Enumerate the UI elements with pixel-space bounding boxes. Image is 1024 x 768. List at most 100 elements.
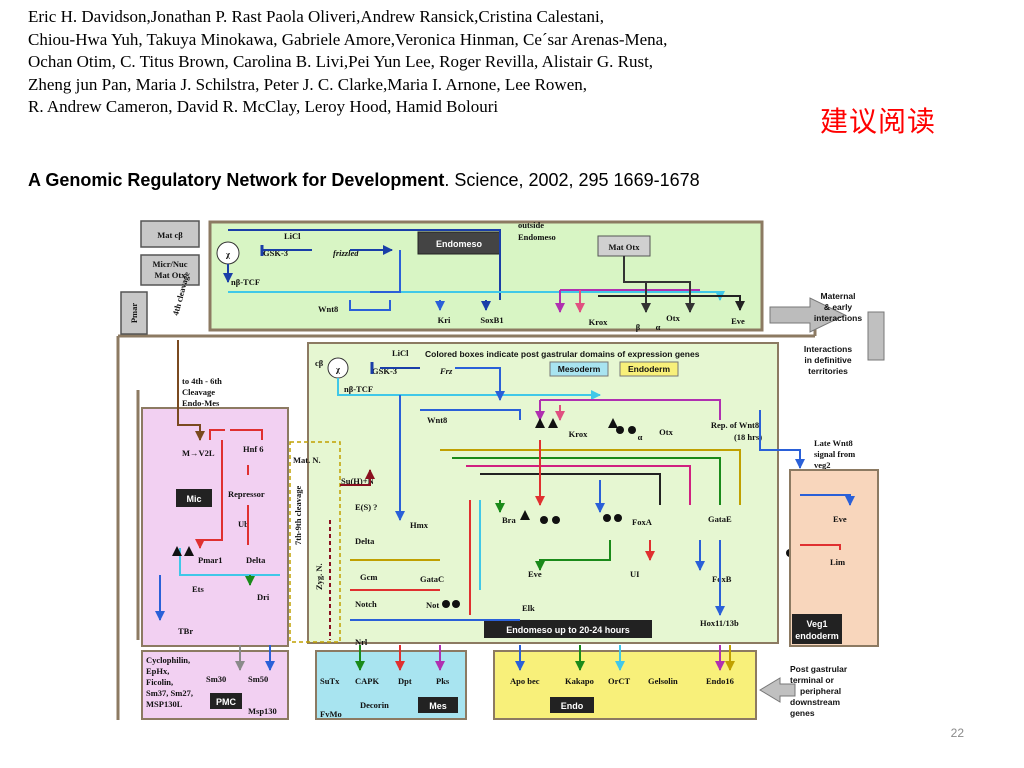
mid-panel: Colored boxes indicate post gastrular do…: [289, 342, 805, 647]
svg-text:& early: & early: [824, 302, 853, 312]
pmc-box-label: PMC: [216, 697, 237, 707]
ub-label: Ub: [238, 519, 249, 529]
m-v2l-label: M→V2L: [182, 448, 215, 458]
cbeta-mid: cβ: [315, 358, 324, 368]
svg-text:genes: genes: [790, 708, 815, 718]
fvmo-label: FvMo: [320, 709, 342, 719]
svg-text:Interactions: Interactions: [804, 344, 852, 354]
author-line-5: R. Andrew Cameron, David R. McClay, Lero…: [28, 97, 499, 116]
rep-wnt8-label: Rep. of Wnt8: [711, 420, 759, 430]
pmc-genes-5: MSP130L: [146, 699, 183, 709]
alpha-label: α: [656, 322, 661, 332]
not-label: Not: [426, 600, 439, 610]
veg1-box-label: Veg1: [806, 619, 827, 629]
gsk3-mid: GSK-3: [372, 366, 397, 376]
definitive-interactions-note: Interactions in definitive territories: [804, 311, 885, 376]
kri-label: Kri: [438, 315, 451, 325]
author-line-2: Chiou-Hwa Yuh, Takuya Minokawa, Gabriele…: [28, 29, 668, 49]
nrl-label: Nrl: [355, 637, 368, 647]
zyg-n-label: Zyg. N.: [314, 563, 324, 590]
svg-text:territories: territories: [808, 366, 848, 376]
licl-top: LiCl: [284, 231, 301, 241]
veg1-endoderm-label: endoderm: [795, 631, 839, 641]
endomeso-box-label: Endomeso: [436, 239, 483, 249]
dpt-label: Dpt: [398, 676, 412, 686]
svg-text:terminal or: terminal or: [790, 675, 835, 685]
pmc-genes-3: Ficolin,: [146, 677, 173, 687]
svg-text:peripheral: peripheral: [800, 686, 841, 696]
author-line-4: Zheng jun Pan, Maria J. Schilstra, Peter…: [28, 74, 587, 94]
licl-mid: LiCl: [392, 348, 409, 358]
decorin-label: Decorin: [360, 700, 389, 710]
mat-n-label: Mat. N.: [293, 455, 321, 465]
svg-text:interactions: interactions: [814, 313, 862, 323]
endo16-label: Endo16: [706, 676, 734, 686]
tbr-label: TBr: [178, 626, 193, 636]
svg-text:Maternal: Maternal: [821, 291, 856, 301]
pks-label: Pks: [436, 676, 450, 686]
notch-label: Notch: [355, 599, 377, 609]
capk-label: CAPK: [355, 676, 379, 686]
chi-mid: χ: [335, 364, 340, 374]
svg-text:to 4th - 6th: to 4th - 6th: [182, 376, 222, 386]
late-wnt8-note: Late Wnt8 signal from veg2: [814, 438, 855, 470]
maternal-arrow: Maternal & early interactions: [769, 291, 862, 333]
endomeso-period-label: Endomeso up to 20-24 hours: [506, 625, 630, 635]
hmx-label: Hmx: [410, 520, 429, 530]
svg-text:Late Wnt8: Late Wnt8: [814, 438, 853, 448]
outside-endomeso-label: Endomeso: [518, 232, 556, 242]
author-line-1: Eric H. Davidson,Jonathan P. Rast Paola …: [28, 7, 605, 26]
hnf6-label: Hnf 6: [243, 444, 264, 454]
cleavage-4-6-note: to 4th - 6th Cleavage Endo-Mes: [182, 376, 222, 408]
otx-top-label: Otx: [666, 313, 680, 323]
sm30-label: Sm30: [206, 674, 226, 684]
svg-text:in definitive: in definitive: [804, 355, 852, 365]
ui-label: UI: [630, 569, 640, 579]
nbtcf-mid: nβ-TCF: [344, 384, 373, 394]
mesoderm-legend: Mesoderm: [558, 364, 601, 374]
delta-mid-label: Delta: [355, 536, 375, 546]
orct-label: OrCT: [608, 676, 631, 686]
dri-label: Dri: [257, 592, 270, 602]
sm50-label: Sm50: [248, 674, 268, 684]
cleavage-vertical-label: 7th-9th cleavage: [293, 486, 303, 545]
bottom-wires: [235, 645, 735, 671]
otx-mid-label: Otx: [659, 427, 673, 437]
slide-number: 22: [950, 726, 964, 740]
paper-journal-info: . Science, 2002, 295 1669-1678: [444, 170, 700, 190]
top-panel: Endomeso outside Endomeso Mat Otx χ LiCl…: [208, 220, 764, 332]
svg-text:veg2: veg2: [814, 460, 831, 470]
outside-label: outside: [518, 220, 544, 230]
apo-bec-label: Apo bec: [510, 676, 540, 686]
mes-panel: SuTx CAPK Dpt Pks Decorin FvMo Mes: [315, 650, 467, 720]
chi-top: χ: [225, 249, 230, 259]
msp130-label: Msp130: [248, 706, 277, 716]
mat-cbeta-box: Mat cβ: [140, 220, 200, 248]
mic-panel: Mic M→V2L Hnf 6 Repressor Ub Pmar1 Delta…: [141, 340, 289, 647]
author-line-3: Ochan Otim, C. Titus Brown, Carolina B. …: [28, 52, 654, 71]
krox-mid-label: Krox: [569, 429, 588, 439]
es-label: E(S) ?: [355, 502, 377, 512]
sutx-label: SuTx: [320, 676, 340, 686]
foxa-label: FoxA: [632, 517, 653, 527]
soxb1-label: SoxB1: [480, 315, 503, 325]
delta-mic-label: Delta: [246, 555, 266, 565]
beta-label: β: [636, 322, 641, 332]
recommended-reading-note: 建议阅读: [820, 105, 937, 138]
gcm-label: Gcm: [360, 572, 377, 582]
color-legend-header: Colored boxes indicate post gastrular do…: [425, 349, 700, 359]
pmc-genes-2: EpHx,: [146, 666, 169, 676]
pmar1-label: Pmar1: [198, 555, 223, 565]
micr-nuc-box: Micr/Nuc Mat Otx: [140, 254, 200, 286]
post-gastrular-note: Post gastrular terminal or peripheral do…: [759, 664, 848, 718]
wnt8-top: Wnt8: [318, 304, 338, 314]
pmar-box: Pmar: [120, 291, 148, 335]
foxb-label: FoxB: [712, 574, 732, 584]
frz-label: Frz: [439, 366, 453, 376]
gatac-label: GataC: [420, 574, 444, 584]
pmc-panel: Cyclophilin, EpHx, Ficolin, Sm37, Sm27, …: [141, 650, 289, 720]
endo-box-label: Endo: [561, 701, 584, 711]
svg-text:Mat Otx: Mat Otx: [155, 270, 187, 280]
eve-veg1-label: Eve: [833, 514, 847, 524]
